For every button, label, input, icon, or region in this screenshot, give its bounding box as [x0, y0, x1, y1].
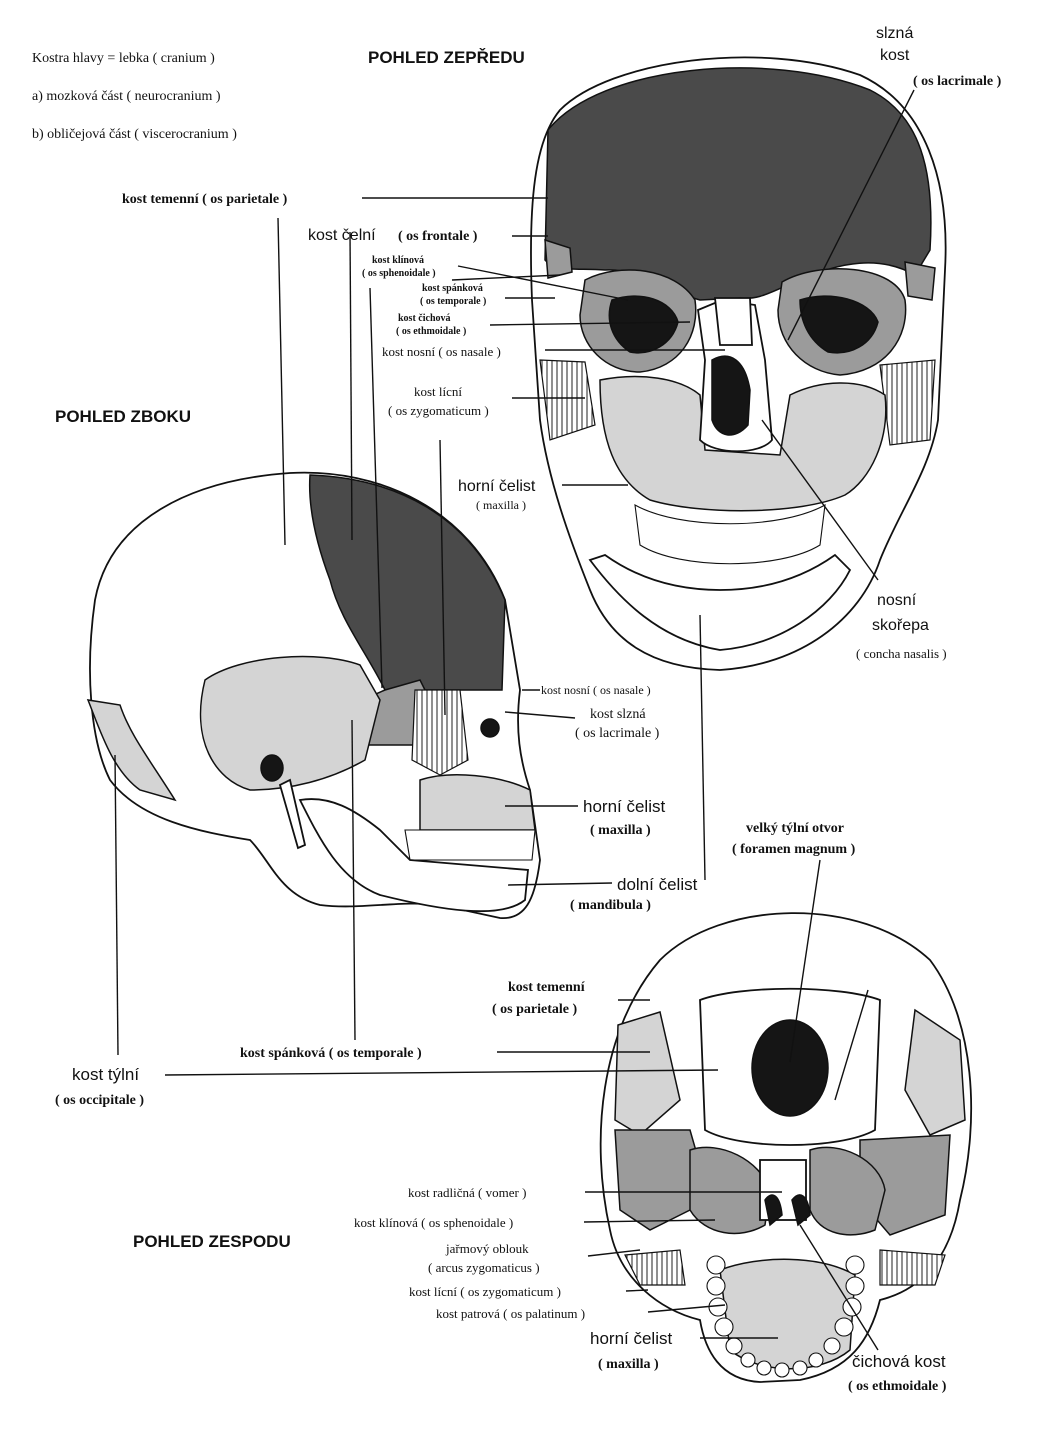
label-front-slzna-2: kost — [880, 47, 910, 64]
label-front-skorepa-c: ( concha nasalis ) — [856, 646, 947, 661]
label-side-spankova: kost spánková ( os temporale ) — [240, 1046, 422, 1061]
front-teeth — [634, 503, 826, 565]
label-bottom-cichova-b: ( os ethmoidale ) — [848, 1379, 947, 1394]
label-front-horni-a: horní čelist — [458, 478, 536, 495]
label-side-dolni-a: dolní čelist — [617, 875, 698, 894]
label-front-temenni: kost temenní ( os parietale ) — [122, 192, 288, 207]
label-front-spankova-a: kost spánková — [422, 283, 483, 294]
label-bottom-temenni-b: ( os parietale ) — [492, 1002, 577, 1017]
label-side-nosni: kost nosní ( os nasale ) — [541, 683, 651, 697]
label-side-slzna-b: ( os lacrimale ) — [575, 726, 660, 741]
side-view-skull — [86, 471, 541, 919]
view-title-front: POHLED ZEPŘEDU — [368, 48, 525, 67]
label-bottom-jarmovy-b: ( arcus zygomaticus ) — [428, 1260, 540, 1275]
leader-lines — [114, 89, 915, 1351]
label-bottom-foramen-a: velký týlní otvor — [746, 821, 844, 836]
label-front-celni-b: ( os frontale ) — [398, 229, 478, 244]
label-front-licni-a: kost lícní — [414, 384, 462, 399]
label-front-cichova-b: ( os ethmoidale ) — [396, 326, 466, 337]
header-line-2: a) mozková část ( neurocranium ) — [32, 89, 221, 104]
label-front-horni-b: ( maxilla ) — [476, 498, 526, 512]
label-side-dolni-b: ( mandibula ) — [570, 898, 651, 913]
label-side-slzna-a: kost slzná — [590, 707, 646, 722]
view-title-side: POHLED ZBOKU — [55, 407, 191, 426]
label-bottom-cichova-a: čichová kost — [852, 1352, 946, 1371]
label-bottom-jarmovy-a: jařmový oblouk — [445, 1241, 529, 1256]
label-front-licni-b: ( os zygomaticum ) — [388, 403, 489, 418]
label-bottom-temenni-a: kost temenní — [508, 980, 586, 995]
label-bottom-licni: kost lícní ( os zygomaticum ) — [409, 1284, 561, 1299]
label-bottom-horni-b: ( maxilla ) — [598, 1357, 659, 1372]
label-side-horni-a: horní čelist — [583, 797, 665, 816]
label-side-tylni-a: kost týlní — [72, 1065, 139, 1084]
header-line-1: Kostra hlavy = lebka ( cranium ) — [32, 51, 215, 66]
view-title-bottom: POHLED ZESPODU — [133, 1232, 291, 1251]
header-line-3: b) obličejová část ( viscerocranium ) — [32, 127, 237, 142]
label-front-klinova-a: kost klínová — [372, 255, 424, 266]
label-side-horni-b: ( maxilla ) — [590, 823, 651, 838]
label-front-skorepa-b: skořepa — [872, 617, 929, 634]
label-front-cichova-a: kost čichová — [398, 313, 451, 324]
label-front-skorepa-a: nosní — [877, 592, 917, 609]
label-bottom-foramen-b: ( foramen magnum ) — [732, 842, 856, 857]
label-front-klinova-b: ( os sphenoidale ) — [362, 268, 436, 279]
label-bottom-radlicna: kost radličná ( vomer ) — [408, 1185, 526, 1200]
label-bottom-klinova: kost klínová ( os sphenoidale ) — [354, 1215, 513, 1230]
label-front-slzna-1: slzná — [876, 25, 913, 42]
label-side-tylni-b: ( os occipitale ) — [55, 1093, 144, 1108]
label-bottom-horni-a: horní čelist — [590, 1329, 672, 1348]
label-front-celni-a: kost čelní — [308, 227, 376, 244]
bottom-teeth — [706, 1255, 865, 1378]
label-front-slzna-3: ( os lacrimale ) — [913, 74, 1002, 89]
label-bottom-patrova: kost patrová ( os palatinum ) — [436, 1306, 585, 1321]
label-front-nosni: kost nosní ( os nasale ) — [382, 344, 501, 359]
bottom-view-skull — [599, 912, 973, 1383]
label-front-spankova-b: ( os temporale ) — [420, 296, 486, 307]
